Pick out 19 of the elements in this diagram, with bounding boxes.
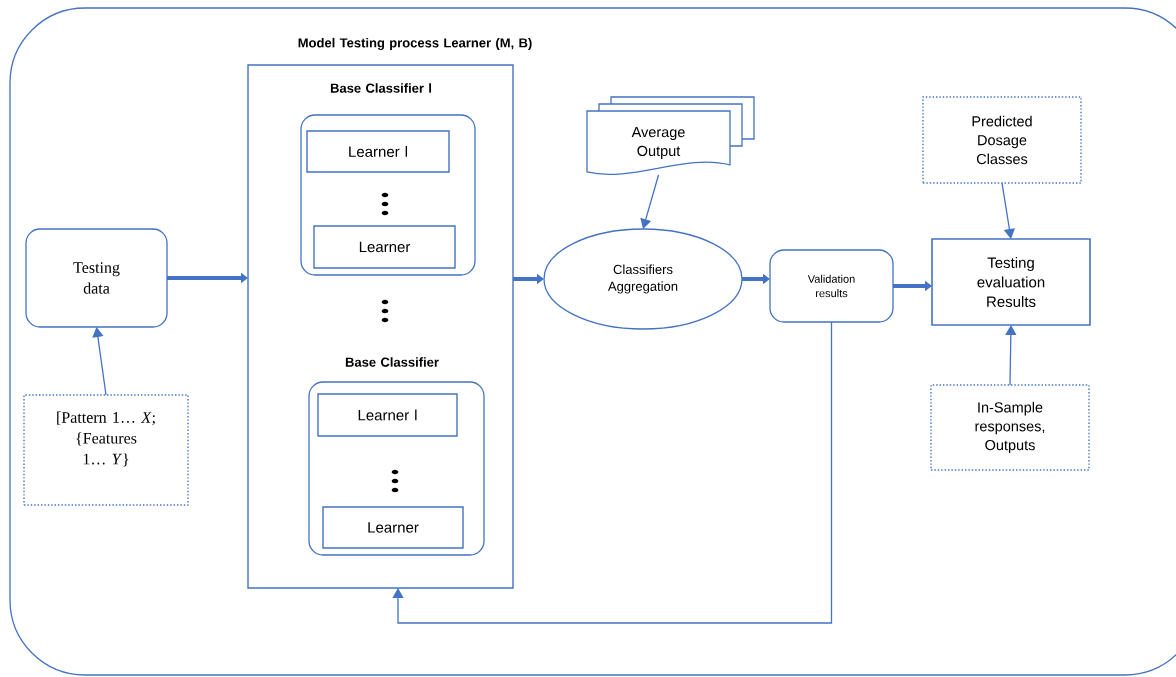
arrow: [1005, 325, 1017, 386]
learner-box: Learner: [322, 506, 464, 549]
learner-box: Learner l: [317, 393, 458, 437]
learner-box: Learner l: [306, 130, 450, 173]
arrow: [92, 327, 107, 396]
rounded-box: Testing data: [25, 228, 168, 328]
document-stack: Average Output: [586, 96, 755, 176]
arrow: [640, 174, 660, 229]
node-label: Model Testing process Learner (M, B): [298, 37, 532, 51]
arrow: [392, 321, 833, 624]
dotted-box: Predicted Dosage Classes: [922, 96, 1082, 184]
node-label: Base Classifier l: [330, 83, 432, 93]
learner-box: Learner: [313, 225, 456, 269]
result-box: Testing evaluation Results: [931, 238, 1091, 326]
node-label: Base Classifier: [345, 357, 439, 367]
arrow: [1001, 182, 1016, 239]
dotted-box: [Pattern 1… X; {Features 1… Y}: [23, 394, 189, 506]
rounded-box: Validation results: [769, 249, 894, 323]
dotted-box: In-Sample responses, Outputs: [930, 384, 1090, 471]
